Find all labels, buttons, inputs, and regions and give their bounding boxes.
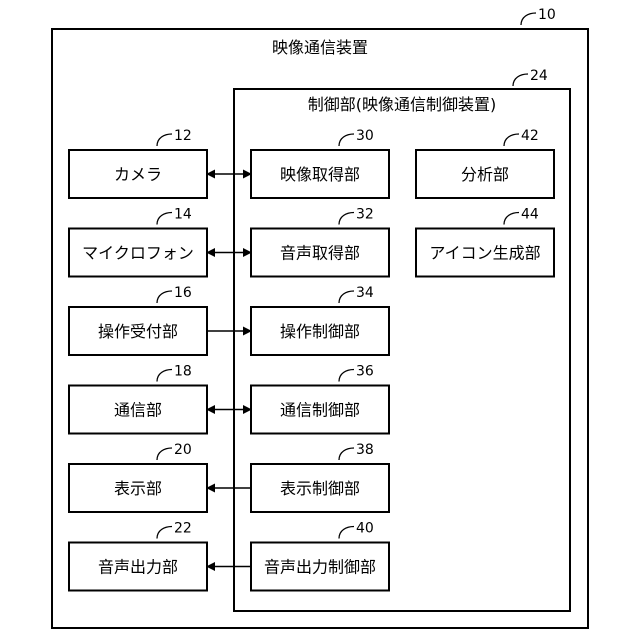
microphone-ref-number: 14 [174,207,192,223]
ref-leader-10 [521,13,536,25]
communication-control-ref-number: 36 [356,364,374,380]
audio-acquisition-ref-number: 32 [356,207,374,223]
microphone-label: マイクロフォン [82,244,194,263]
analysis-ref-leader [504,134,519,146]
display-block: 表示部 20 [69,442,207,512]
camera-ref-leader [157,134,172,146]
audio-acquisition-label: 音声取得部 [280,244,360,263]
camera-ref-number: 12 [174,128,192,144]
camera-block: カメラ 12 [69,128,207,198]
audio-acquisition-block: 音声取得部 32 [251,207,389,277]
communication-control-label: 通信制御部 [280,401,360,420]
icon-generation-ref-number: 44 [521,207,539,223]
video-acquisition-ref-leader [339,134,354,146]
audio-acquisition-ref-leader [339,213,354,225]
icon-generation-ref-leader [504,213,519,225]
icon-generation-label: アイコン生成部 [429,244,540,263]
display-control-block: 表示制御部 38 [251,442,389,512]
camera-label: カメラ [114,165,162,184]
display-control-ref-number: 38 [356,442,374,458]
ref-leader-24 [513,74,528,86]
operation-control-ref-leader [339,291,354,303]
communication-block: 通信部 18 [69,364,207,434]
icon-generation-block: アイコン生成部 44 [416,207,554,277]
communication-control-block: 通信制御部 36 [251,364,389,434]
audio-output-control-ref-number: 40 [356,521,374,537]
display-label: 表示部 [114,479,162,498]
audio-output-ref-leader [157,527,172,539]
display-control-label: 表示制御部 [280,479,360,498]
audio-output-control-ref-leader [339,527,354,539]
audio-output-ref-number: 22 [174,521,192,537]
control-unit-title: 制御部(映像通信制御装置) [308,95,497,114]
operation-receiver-label: 操作受付部 [98,322,178,341]
operation-control-ref-number: 34 [356,285,374,301]
communication-ref-leader [157,370,172,382]
video-communication-device-title: 映像通信装置 [272,38,368,57]
operation-receiver-ref-leader [157,291,172,303]
display-ref-leader [157,448,172,460]
video-acquisition-ref-number: 30 [356,128,374,144]
audio-output-label: 音声出力部 [98,558,178,577]
analysis-block: 分析部 42 [416,128,554,198]
communication-label: 通信部 [114,401,162,420]
microphone-block: マイクロフォン 14 [69,207,207,277]
audio-output-control-label: 音声出力制御部 [264,558,376,577]
display-control-ref-leader [339,448,354,460]
video-acquisition-block: 映像取得部 30 [251,128,389,198]
operation-control-label: 操作制御部 [280,322,360,341]
operation-control-block: 操作制御部 34 [251,285,389,355]
operation-receiver-ref-number: 16 [174,285,192,301]
analysis-ref-number: 42 [521,128,539,144]
communication-ref-number: 18 [174,364,192,380]
audio-output-block: 音声出力部 22 [69,521,207,591]
communication-control-ref-leader [339,370,354,382]
audio-output-control-block: 音声出力制御部 40 [251,521,389,591]
ref-number-24: 24 [530,68,548,84]
display-ref-number: 20 [174,442,192,458]
analysis-label: 分析部 [461,165,509,184]
operation-receiver-block: 操作受付部 16 [69,285,207,355]
video-acquisition-label: 映像取得部 [280,165,360,184]
ref-number-10: 10 [538,7,556,23]
microphone-ref-leader [157,213,172,225]
